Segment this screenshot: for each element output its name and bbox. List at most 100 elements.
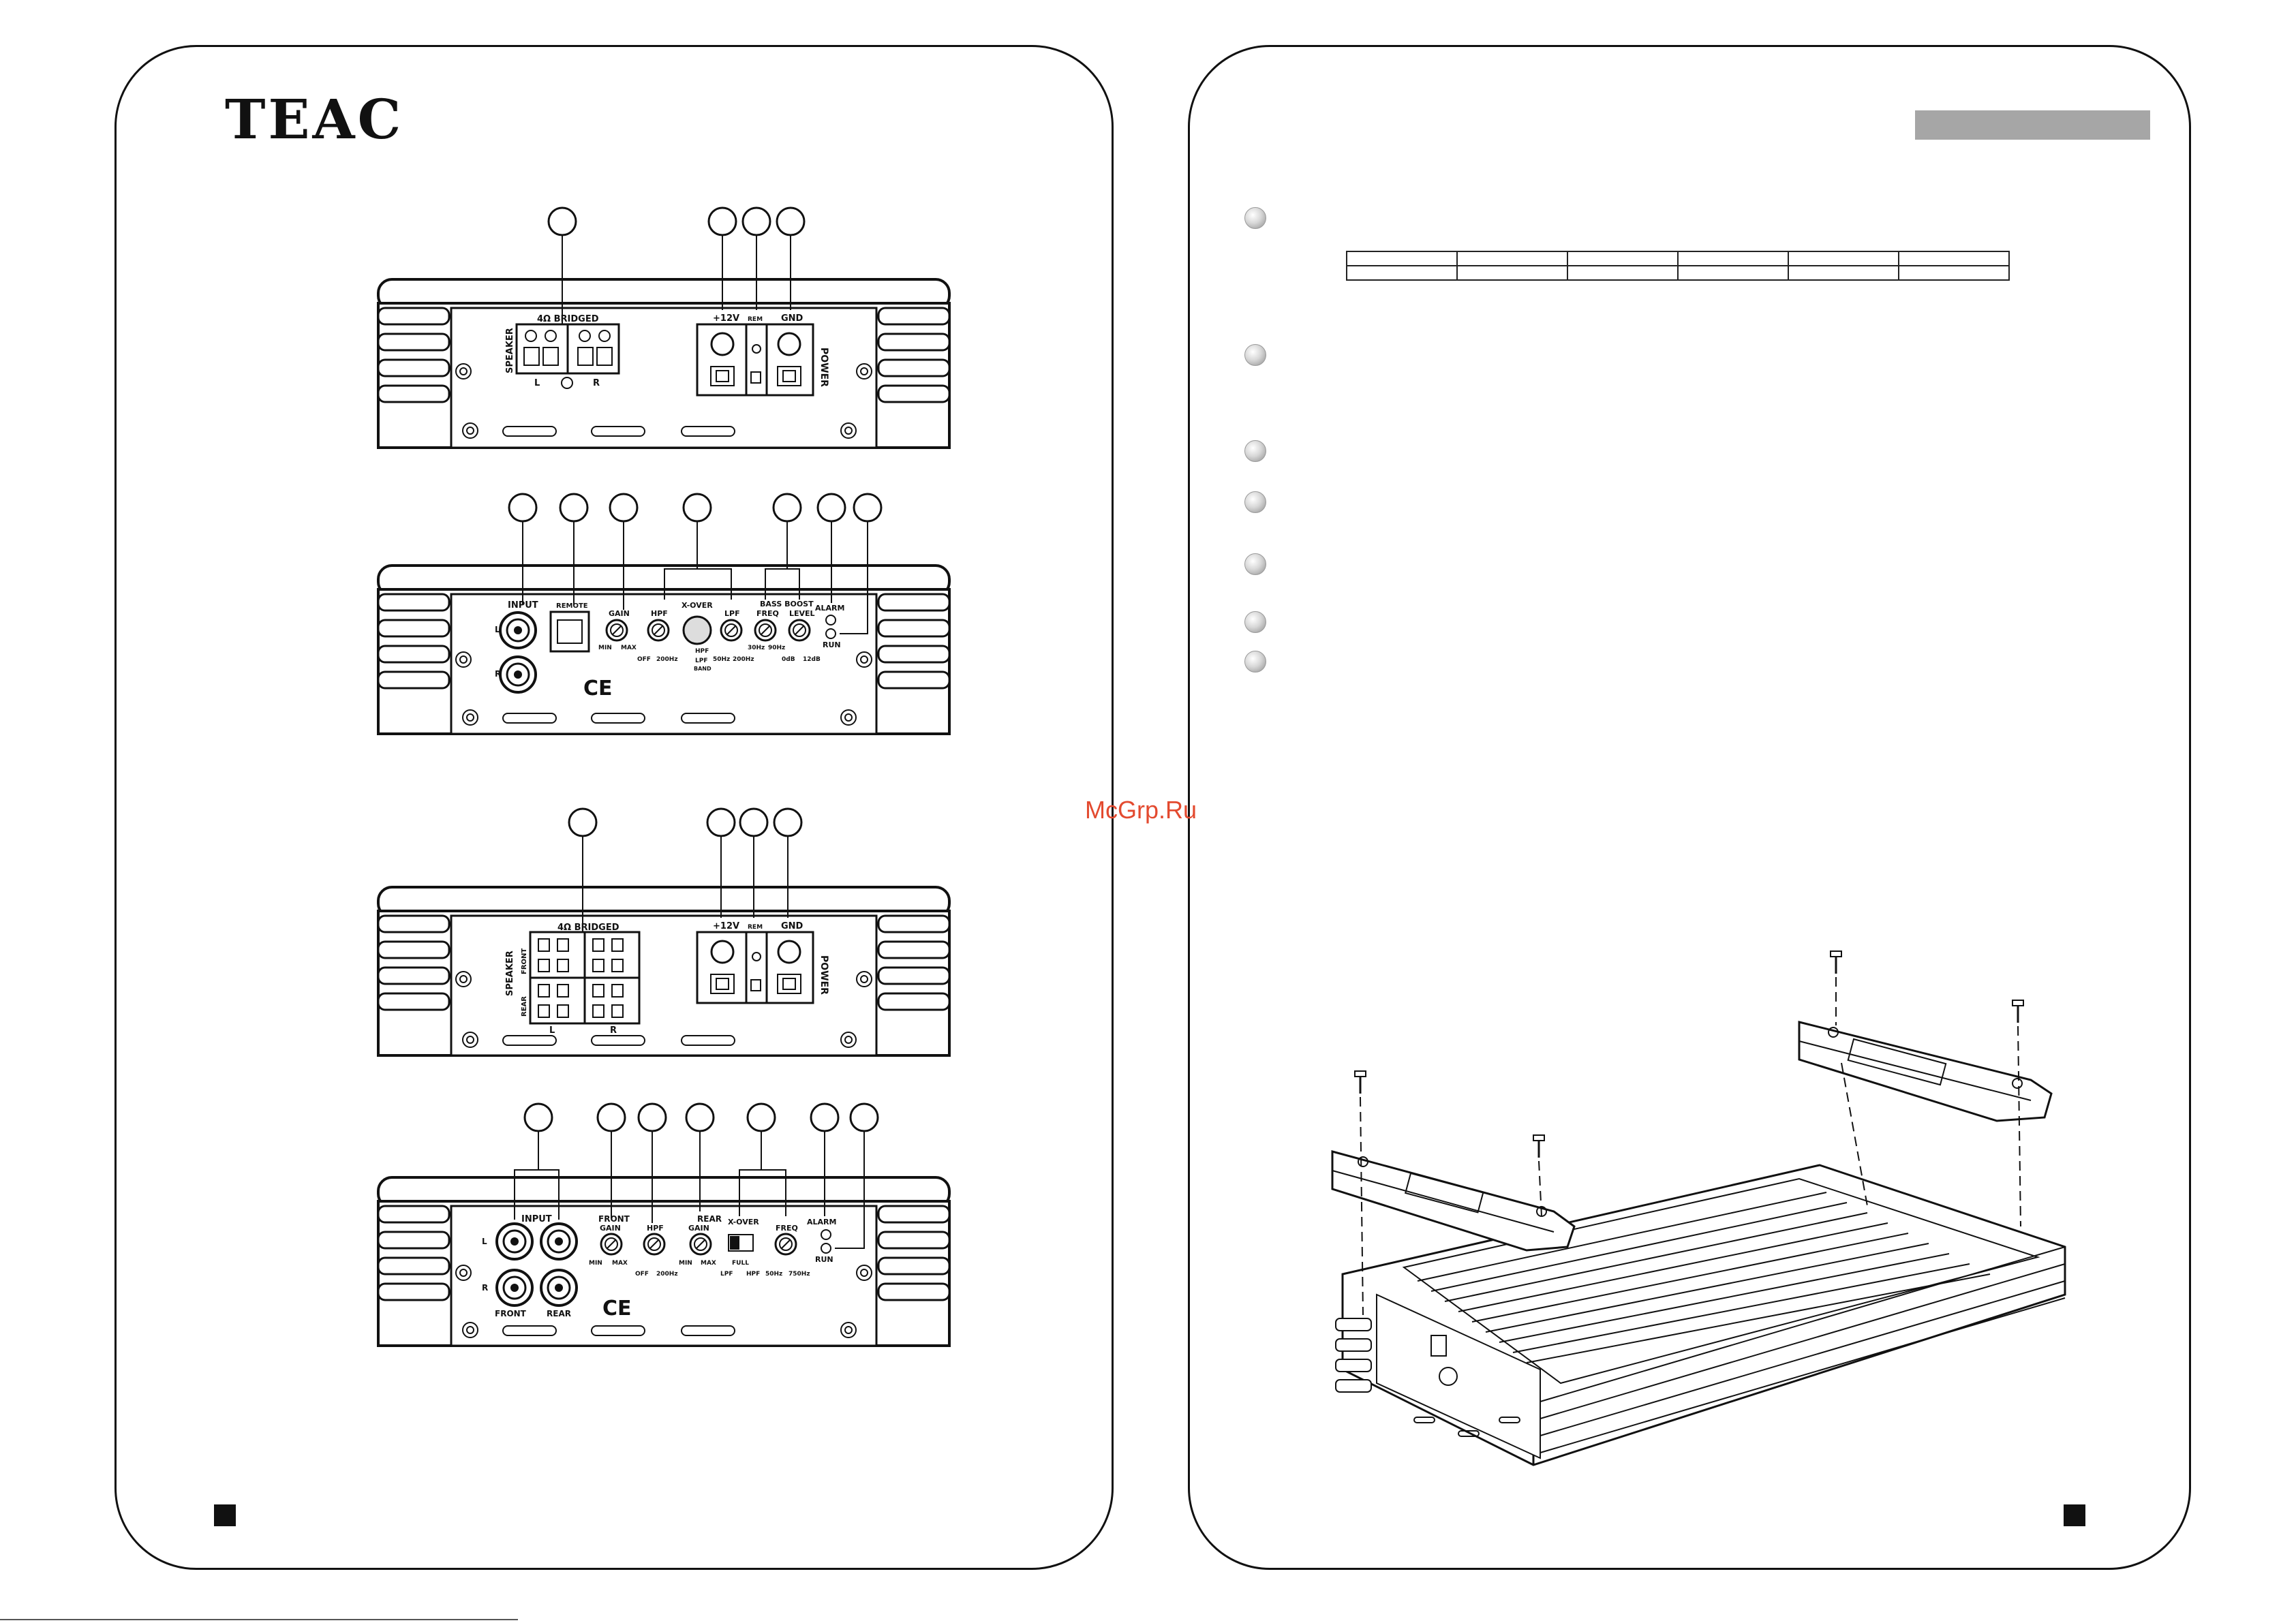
bullet-icon <box>1244 440 1266 462</box>
table-cell <box>1677 251 1789 266</box>
spec-table <box>1346 251 2010 281</box>
rear-gain-min: MIN <box>679 1260 692 1267</box>
table-cell <box>1567 265 1679 281</box>
mounting-illustration <box>1331 950 2066 1466</box>
table-cell <box>1346 251 1458 266</box>
bottom-rule <box>0 1619 518 1620</box>
gnd-label: GND <box>781 313 803 324</box>
table-cell <box>1788 265 1899 281</box>
bridged-label: 4Ω BRIDGED <box>537 314 599 324</box>
input-label: INPUT <box>521 1214 552 1224</box>
power-label: POWER <box>818 347 829 387</box>
rem-label: REM <box>748 316 763 323</box>
input-rear-label: REAR <box>547 1309 571 1318</box>
hpf-off: OFF <box>637 656 651 663</box>
amp-panel-4ch-front: INPUT L R FRONT REAR FRONT GAIN MIN MAX … <box>377 1102 951 1347</box>
teac-logo: TEAC <box>225 87 404 151</box>
table-cell <box>1898 251 2010 266</box>
table-cell <box>1456 251 1568 266</box>
table-row <box>1346 251 2010 266</box>
front-label: FRONT <box>521 948 528 974</box>
remote-label: REMOTE <box>556 602 588 610</box>
section-header-bar <box>1915 110 2150 140</box>
lpf-200: 200Hz <box>733 656 754 663</box>
left-marker: L <box>549 1025 555 1036</box>
ce-mark: CE <box>602 1297 632 1320</box>
screw-icon <box>1830 950 1842 974</box>
freq-90: 90Hz <box>768 645 785 651</box>
hpf-200: 200Hz <box>656 656 678 663</box>
speaker-label: SPEAKER <box>505 328 515 373</box>
alarm-label: ALARM <box>815 604 844 613</box>
hpf-off: OFF <box>635 1271 649 1278</box>
page-number-box-left <box>214 1504 236 1526</box>
bullet-icon <box>1244 207 1266 229</box>
input-label: INPUT <box>508 600 538 610</box>
rear-gain-label: GAIN <box>688 1224 709 1233</box>
rear-gain-title: REAR <box>697 1214 722 1224</box>
screw-icon <box>1354 1070 1366 1094</box>
run-label: RUN <box>823 640 841 649</box>
table-cell <box>1567 251 1679 266</box>
xover-label: X-OVER <box>728 1218 759 1226</box>
input-l-label: L <box>495 625 500 634</box>
amp-panel-4ch-top: 4Ω BRIDGED SPEAKER FRONT REAR L R +12V R… <box>377 807 951 1057</box>
table-cell <box>1456 265 1568 281</box>
front-gain-max: MAX <box>612 1260 628 1267</box>
speaker-label: SPEAKER <box>505 950 515 996</box>
front-gain-min: MIN <box>589 1260 602 1267</box>
level-label: LEVEL <box>789 609 815 618</box>
gnd-label: GND <box>781 921 803 931</box>
xover-hpf: HPF <box>695 648 709 655</box>
freq-label: FREQ <box>776 1224 798 1233</box>
amp-panel-2ch-top: 4Ω BRIDGED SPEAKER L R +12V REM GND POWE… <box>377 206 951 449</box>
xover-hpf: HPF <box>746 1271 760 1278</box>
lpf-50: 50Hz <box>713 656 730 663</box>
right-marker: R <box>610 1025 617 1036</box>
table-cell <box>1898 265 2010 281</box>
table-row <box>1346 265 2010 281</box>
rear-label: REAR <box>521 996 528 1017</box>
screw-icon <box>1533 1134 1545 1158</box>
bullet-icon <box>1244 651 1266 673</box>
bullet-icon <box>1244 553 1266 575</box>
front-gain-title: FRONT <box>598 1214 630 1224</box>
xover-band: BAND <box>694 666 711 672</box>
level-12: 12dB <box>803 656 821 663</box>
hpf-200: 200Hz <box>656 1271 678 1278</box>
lpf-label: LPF <box>724 609 740 618</box>
hpf-label: HPF <box>651 609 668 618</box>
freq-50: 50Hz <box>765 1271 782 1278</box>
bullet-icon <box>1244 491 1266 513</box>
watermark: McGrp.Ru <box>1085 796 1197 824</box>
amp-panel-2ch-front: INPUT L R REMOTE GAIN MIN MAX HPF OFF 20… <box>377 493 951 735</box>
table-cell <box>1677 265 1789 281</box>
freq-750: 750Hz <box>789 1271 810 1278</box>
level-0: 0dB <box>782 656 795 663</box>
plus12-label: +12V <box>713 313 739 324</box>
gain-label: GAIN <box>609 609 630 618</box>
hpf-label: HPF <box>647 1224 664 1233</box>
front-gain-label: GAIN <box>600 1224 621 1233</box>
rem-label: REM <box>748 924 763 931</box>
screw-icon <box>2012 1000 2024 1023</box>
xover-full: FULL <box>732 1260 749 1267</box>
xover-lpf: LPF <box>720 1271 733 1278</box>
freq-label: FREQ <box>756 609 779 618</box>
gain-max: MAX <box>621 645 637 651</box>
run-label: RUN <box>815 1255 833 1264</box>
ce-mark: CE <box>583 677 613 700</box>
freq-30: 30Hz <box>748 645 765 651</box>
xover-lpf: LPF <box>695 658 707 664</box>
alarm-label: ALARM <box>807 1218 836 1226</box>
power-label: POWER <box>818 955 829 995</box>
plus12-label: +12V <box>713 921 739 931</box>
input-r-label: R <box>482 1283 488 1293</box>
input-front-label: FRONT <box>495 1309 527 1318</box>
bullet-icon <box>1244 344 1266 366</box>
table-cell <box>1346 265 1458 281</box>
bridged-label: 4Ω BRIDGED <box>557 923 619 933</box>
input-l-label: L <box>482 1237 487 1246</box>
